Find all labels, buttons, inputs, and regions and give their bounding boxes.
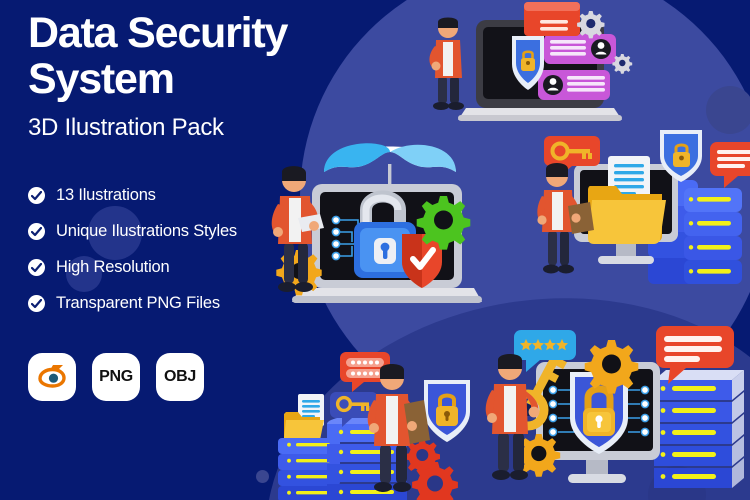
purple-user-cards — [538, 34, 616, 100]
poster-text-panel: Data Security System 3D Ilustration Pack… — [28, 10, 328, 401]
gear-icon-top-yellow — [584, 340, 639, 394]
servers-person-shield-illustration — [262, 334, 492, 500]
password-speech-bubble — [340, 352, 390, 392]
person-figure — [429, 17, 464, 110]
key-speech-bubble — [330, 392, 378, 427]
gear-icon-bottom-yellow — [517, 434, 561, 477]
folder-document-icon — [284, 394, 324, 442]
laptop-user-accounts-illustration — [410, 2, 750, 124]
decorative-dot-mid-left — [256, 470, 269, 483]
server-rack-left — [278, 438, 340, 500]
decorative-dot-left-lower — [66, 256, 102, 292]
blender-logo-icon — [37, 362, 67, 393]
yellow-folder-icon — [588, 186, 666, 244]
feature-list: 13 Ilustrations Unique Ilustrations Styl… — [28, 186, 328, 313]
page-subtitle: 3D Ilustration Pack — [28, 114, 224, 141]
shield-lock-icon — [424, 380, 470, 442]
rating-speech-bubble — [514, 330, 576, 372]
page-title-line-2: System — [28, 55, 175, 103]
red-shield-check-icon — [402, 234, 442, 288]
chat-speech-bubble — [710, 142, 750, 188]
person-figure — [367, 364, 430, 492]
list-item: Unique Ilustrations Styles — [28, 222, 328, 241]
credit-card-icon — [524, 2, 580, 36]
check-circle-icon — [28, 259, 45, 276]
blue-padlock-icon — [354, 190, 416, 278]
badge-png: PNG — [92, 353, 140, 401]
person-figure — [485, 354, 540, 480]
badge-blender — [28, 353, 76, 401]
check-circle-icon — [28, 223, 45, 240]
page-title: Data Security System — [28, 10, 328, 102]
monitor-folder-servers-illustration — [532, 128, 750, 290]
list-item: Transparent PNG Files — [28, 294, 328, 313]
badge-obj: OBJ — [156, 353, 204, 401]
feature-label: High Resolution — [56, 258, 170, 276]
person-figure — [537, 163, 594, 274]
list-item: High Resolution — [28, 258, 328, 277]
monitor-key-servers-illustration — [482, 322, 750, 500]
feature-label: Unique Ilustrations Styles — [56, 222, 237, 240]
gear-icon-small — [612, 54, 633, 74]
server-stack — [648, 180, 742, 284]
decorative-dot-left-upper — [88, 206, 142, 260]
gear-icon-green — [416, 196, 471, 250]
shield-lock-badge — [660, 130, 702, 182]
check-circle-icon — [28, 187, 45, 204]
person-figure — [271, 166, 324, 292]
gear-icon-large — [577, 11, 605, 39]
blue-shield-lock — [512, 36, 544, 90]
check-circle-icon — [28, 295, 45, 312]
format-badge-group: PNG OBJ — [28, 353, 328, 401]
list-item: 13 Ilustrations — [28, 186, 328, 205]
feature-label: 13 Ilustrations — [56, 186, 156, 204]
chat-speech-bubble — [656, 326, 734, 384]
circuit-nodes — [548, 385, 650, 437]
page-title-line-1: Data Security — [28, 9, 288, 57]
server-rack — [654, 370, 744, 488]
feature-label: Transparent PNG Files — [56, 294, 220, 312]
gear-icon-red-large — [412, 462, 458, 500]
laptop-protection-umbrella-illustration — [262, 122, 482, 307]
decorative-dot-top-right — [706, 86, 750, 134]
umbrella-icon — [324, 143, 456, 196]
